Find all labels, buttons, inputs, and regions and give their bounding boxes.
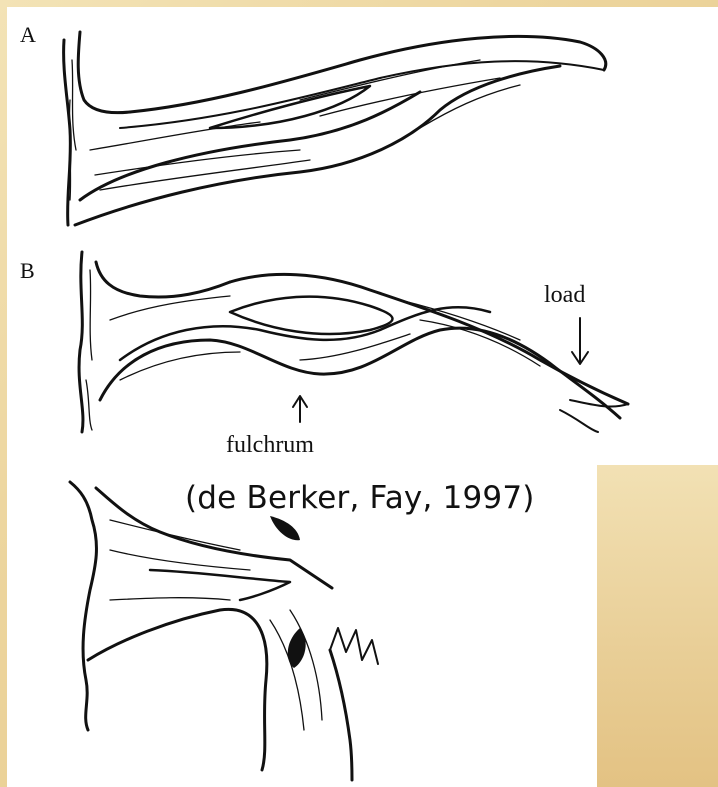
panel-a-upper-branch-start [78,32,130,113]
load-label: load [544,282,585,309]
panel-b-drawing [79,252,628,432]
citation-text: (de Berker, Fay, 1997) [185,480,535,516]
panel-c-drawing [70,482,378,780]
panel-a-branch-gap [210,86,370,128]
load-arrow [572,318,588,364]
panel-a-upper-branch-top [130,36,606,112]
panel-b-letter: B [20,258,35,284]
panel-c-lower-branch-right [330,650,352,780]
panel-a-drawing [64,32,606,225]
panel-a-lower-branch-bottom [75,66,560,225]
panel-b-lower-branch-bottom [100,328,620,418]
panel-b-trunk-texture [86,270,92,430]
panel-c-trunk-edge [70,482,96,730]
panel-c-middle-splinter [150,570,290,600]
panel-c-torn-edge [330,628,378,664]
panel-a-letter: A [20,22,36,48]
fulchrum-label: fulchrum [226,432,314,459]
panel-b-upper-branch-start [96,262,230,297]
panel-c-dark-notch [270,516,300,540]
panel-c-lower-branch-left [88,609,267,770]
fulchrum-arrow [293,396,307,422]
panel-b-trunk-edge [79,252,83,432]
panel-c-bark-texture [110,520,322,730]
